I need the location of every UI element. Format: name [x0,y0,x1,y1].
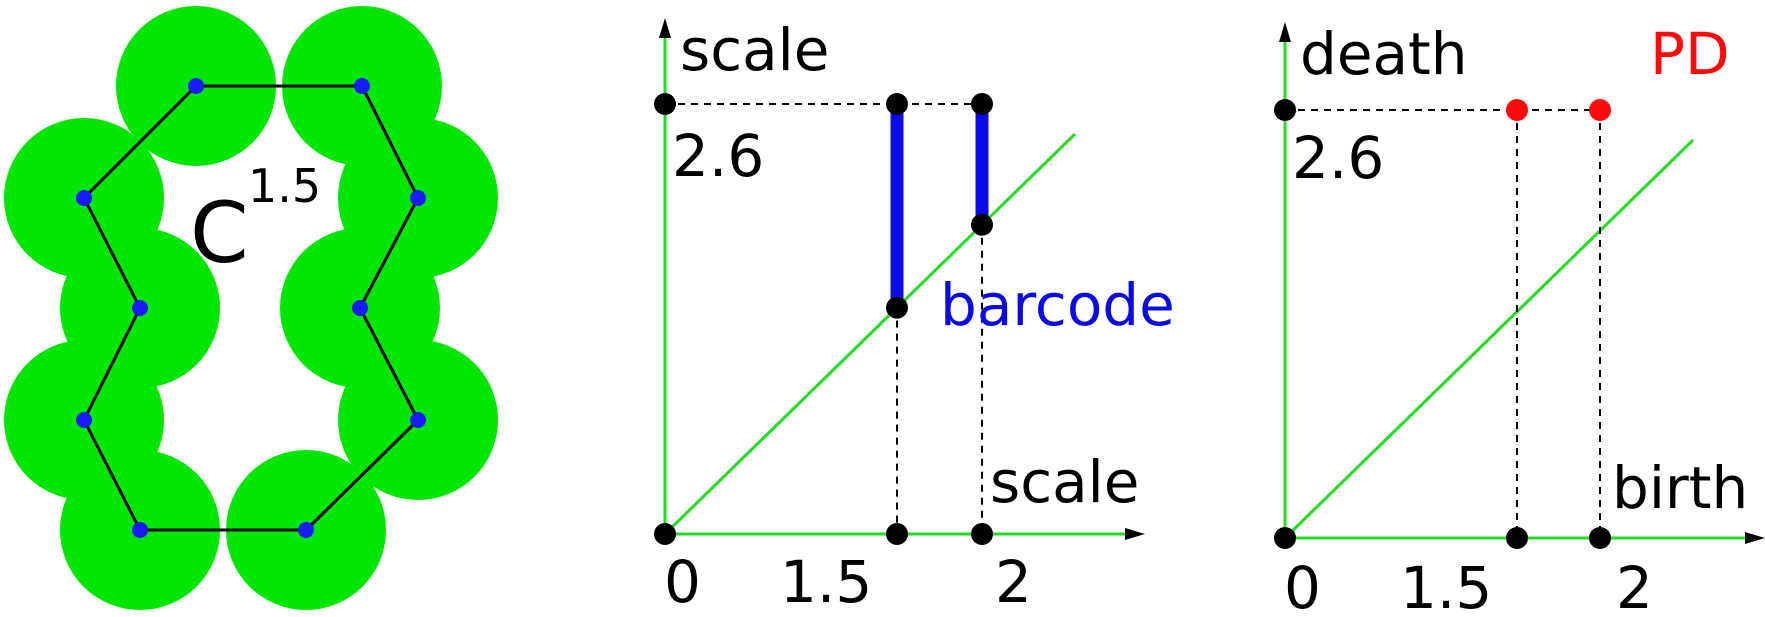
edge-2 [358,197,420,309]
vertex-4 [410,412,426,428]
barcode-x-axis-label: scale [990,448,1139,516]
pd-x-tick-marker-0 [1506,527,1528,549]
pd-series-label: PD [1650,20,1730,88]
pd-point-0 [1506,99,1528,121]
pd-diagonal [1283,138,1695,540]
pd-point-1 [1589,99,1611,121]
barcode-series-label: barcode [940,271,1175,339]
complex-edges [82,84,420,532]
barcode-x-tick-marker-0 [886,523,908,545]
pd-marks [1274,99,1611,549]
barcode-y-axis-label: scale [680,16,829,84]
barcode-diagonal [663,132,1077,536]
edge-8 [82,197,142,309]
vertex-6 [132,522,148,538]
pd-plot: death birth PD 2.6 0 1.5 2 [1274,20,1765,617]
pd-x-arrow-icon [1745,532,1765,544]
barcode-x-tick-0: 0 [664,548,701,616]
barcode-y-tick: 2.6 [672,122,764,190]
pd-x-tick-2: 2 [1616,554,1653,617]
edge-6 [82,419,142,531]
pd-y-arrow-icon [1279,22,1291,42]
barcode-x-tick-2: 2 [995,548,1032,616]
vertex-2 [410,190,426,206]
pd-x-tick-marker-1 [1589,527,1611,549]
barcode-bar-1-bottom [971,213,993,236]
edge-1 [360,85,420,199]
complex-balls [4,6,498,610]
barcode-x-tick-marker-1 [971,523,993,545]
barcode-origin-marker [654,523,676,545]
barcode-marks [654,93,993,545]
complex-vertices [76,78,426,538]
vertex-0 [188,78,204,94]
pd-x-axis-label: birth [1612,454,1748,522]
pd-x-tick-1: 1.5 [1400,554,1492,617]
complex-label: C [190,184,249,282]
complex-superscript: 1.5 [248,159,321,213]
barcode-bar-0-bottom [886,296,908,319]
edge-9 [82,84,198,200]
barcode-plot: scale scale barcode 2.6 0 1.5 2 [654,16,1175,616]
barcode-bar-1-top [971,93,993,115]
pd-y-tick: 2.6 [1292,124,1384,192]
cech-complex: C 1.5 [4,6,498,610]
vertex-1 [354,78,370,94]
vertex-7 [76,412,92,428]
edge-3 [358,307,420,421]
barcode-bar-0-top [886,93,908,115]
pd-origin-marker [1274,527,1296,549]
vertex-8 [132,300,148,316]
vertex-5 [298,522,314,538]
barcode-x-arrow-icon [1125,528,1145,540]
barcode-x-tick-1: 1.5 [780,548,872,616]
edge-7 [82,307,142,421]
vertex-9 [76,190,92,206]
pd-x-tick-0: 0 [1284,554,1321,617]
vertex-3 [352,300,368,316]
barcode-y-arrow-icon [659,18,671,38]
pd-y-axis-label: death [1300,20,1468,88]
edge-4 [304,418,420,532]
